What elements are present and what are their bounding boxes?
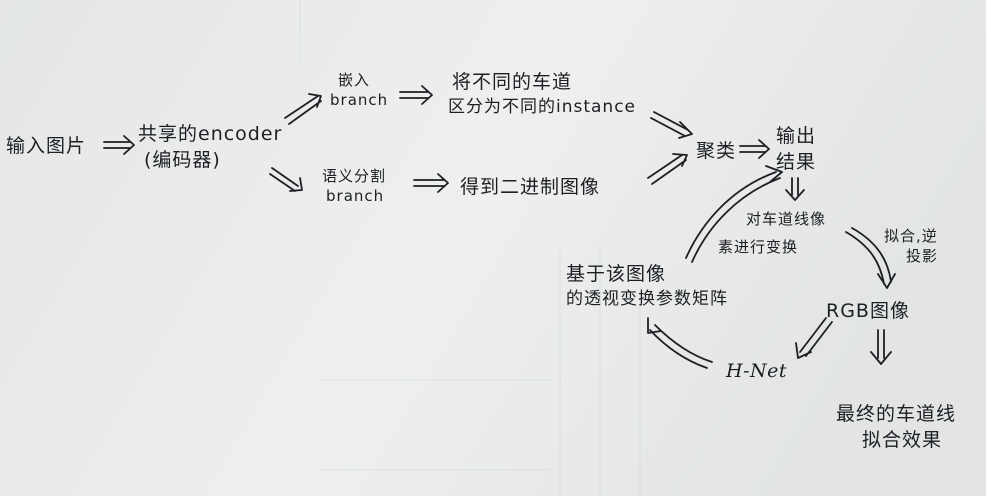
arrow-to-rgb: [845, 227, 896, 289]
output-line2: 结果: [776, 150, 817, 173]
lane-pixels-label: 对车道线像: [746, 210, 827, 228]
output-line1: 输出: [776, 125, 817, 147]
rgb-image-label: RGB图像: [826, 300, 910, 322]
embedding-branch-node: 嵌入 branch: [330, 70, 388, 111]
arrow-clustering-to-output: [739, 139, 770, 159]
binary-image-label: 得到二进制图像: [460, 176, 601, 198]
matrix-line1: 基于该图像: [566, 263, 667, 285]
matrix-line2: 的透视变换参数矩阵: [566, 288, 728, 309]
instance-line2: 区分为不同的instance: [448, 96, 637, 117]
arrow-output-down: [785, 177, 805, 201]
segmentation-branch-node: 语义分割 branch: [322, 166, 386, 207]
arrow-matrix-to-transform: [685, 165, 783, 263]
fit-backproject-node: 拟合,逆 投影: [884, 226, 938, 267]
clustering-label: 聚类: [696, 140, 737, 162]
fit-line1: 拟合,逆: [884, 227, 938, 245]
arrow-rgb-to-final: [870, 329, 892, 365]
output-node: 输出 结果: [776, 124, 816, 175]
final-line2: 拟合效果: [862, 428, 943, 451]
instance-node: 将不同的车道 区分为不同的instance: [448, 70, 636, 119]
transform-pixels-label: 素进行变换: [718, 238, 799, 256]
arrow-hnet-to-matrix: [647, 317, 713, 369]
arrow-rgb-to-hnet: [795, 317, 833, 359]
arrow-instance-to-clustering: [650, 111, 693, 139]
perspective-matrix-node: 基于该图像 的透视变换参数矩阵: [566, 262, 728, 311]
shared-encoder-node: 共享的encoder (编码器): [138, 122, 282, 173]
instance-line1: 将不同的车道: [452, 71, 573, 93]
segmentation-label: 语义分割: [322, 167, 387, 185]
fit-line2: 投影: [906, 247, 939, 266]
arrow-embed-to-instance: [399, 85, 433, 105]
embedding-label: 嵌入: [338, 71, 371, 89]
final-result-node: 最终的车道线 拟合效果: [836, 402, 956, 453]
shared-encoder-label: 共享的encoder: [138, 123, 283, 145]
arrow-input-to-encoder: [103, 135, 135, 155]
arrow-segmentation-to-binary: [413, 173, 449, 193]
hnet-label: H-Net: [726, 360, 787, 382]
arrow-binary-to-clustering: [647, 153, 688, 185]
final-line1: 最终的车道线: [836, 403, 957, 425]
segmentation-branch-label: branch: [326, 187, 385, 206]
input-image-label: 输入图片: [6, 135, 87, 157]
arrow-encoder-to-embed: [284, 93, 322, 125]
arrow-encoder-to-segmentation: [269, 167, 303, 192]
embedding-branch-label: branch: [330, 91, 389, 110]
encoder-chinese-label: (编码器): [144, 148, 221, 171]
